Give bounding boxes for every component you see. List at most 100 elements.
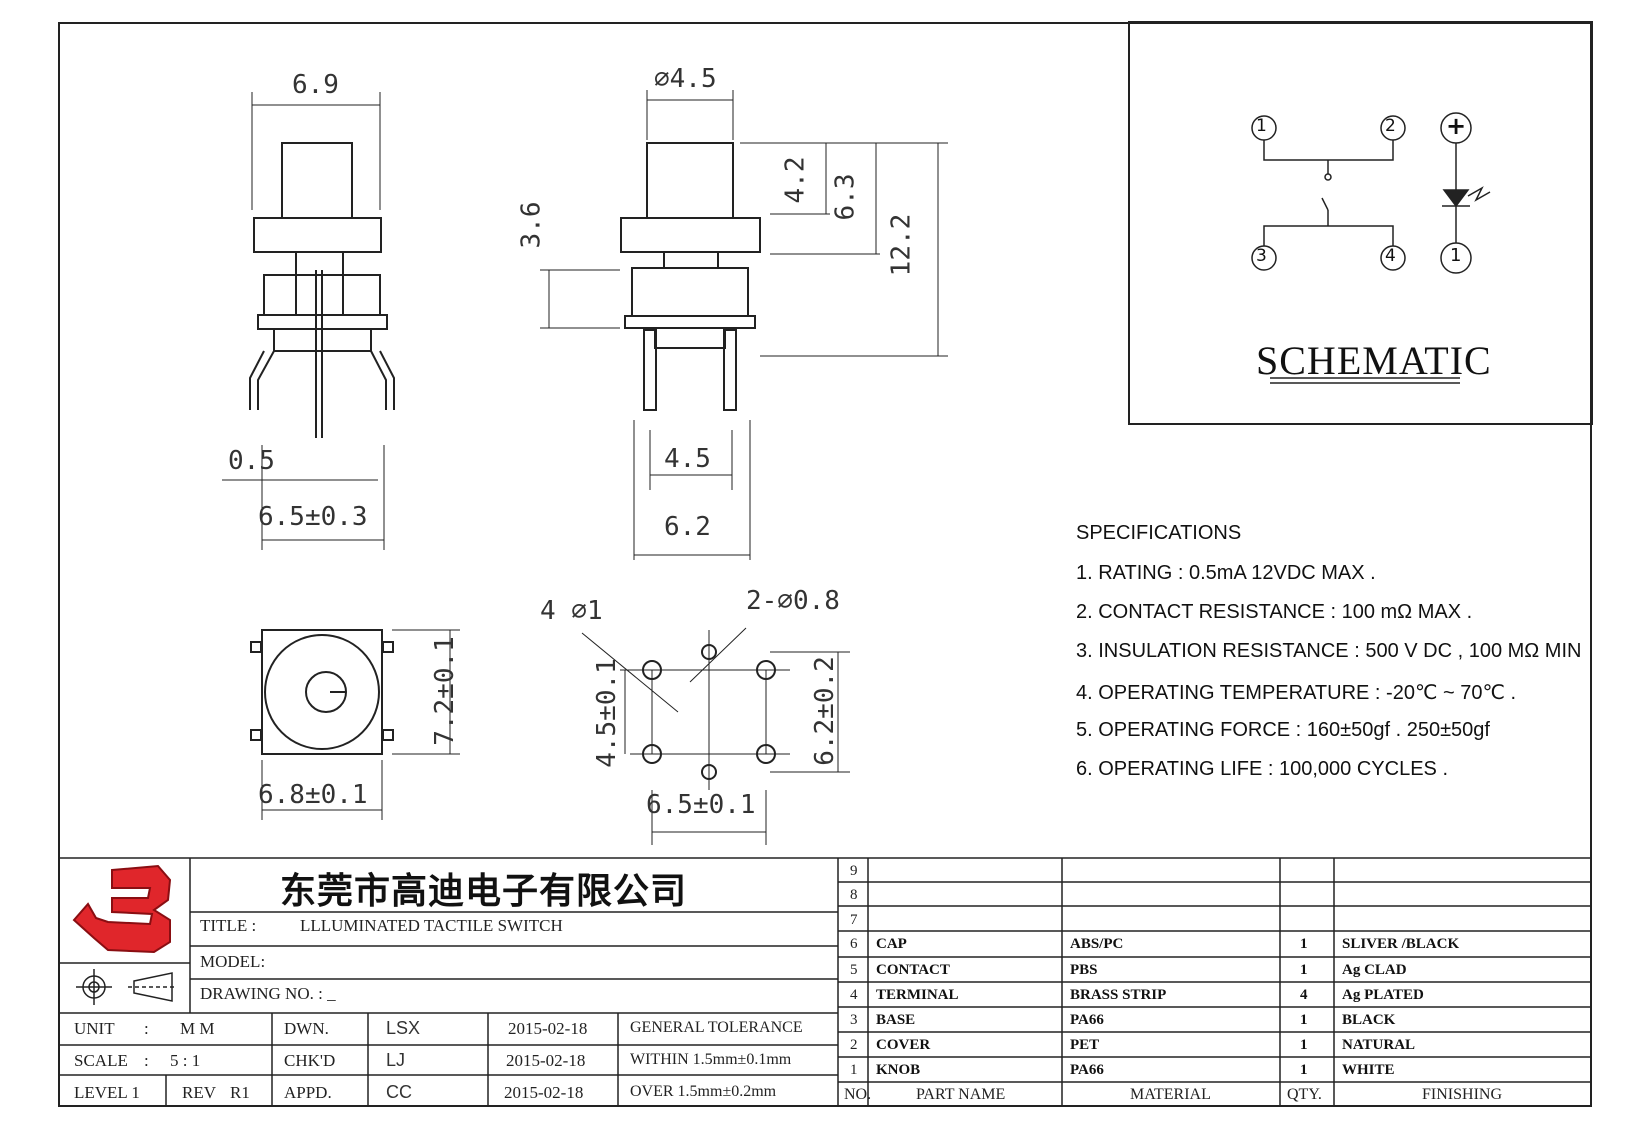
dim-body-height: 3.6 [516, 201, 547, 249]
unit-label: UNIT [74, 1019, 115, 1038]
dim-cap-total: 6.3 [830, 173, 861, 221]
unit-value: M M [180, 1019, 215, 1038]
spec-item: 5. OPERATING FORCE : 160±50gf . 250±50gf [1076, 719, 1490, 741]
rev-value: R1 [230, 1083, 250, 1102]
parts-cell-material: PET [1070, 1037, 1100, 1053]
title-label: TITLE : [200, 916, 257, 935]
parts-cell-no: 5 [850, 962, 858, 978]
spec-item: 3. INSULATION RESISTANCE : 500 V DC , 10… [1076, 640, 1582, 662]
appd-label: APPD. [284, 1083, 332, 1102]
drawing-frame [58, 22, 1592, 1107]
unit-sep: : [144, 1019, 149, 1038]
spec-item: 1. RATING : 0.5mA 12VDC MAX . [1076, 562, 1376, 584]
parts-header-finishing: FINISHING [1422, 1086, 1502, 1103]
parts-cell-no: 4 [850, 987, 858, 1003]
tolerance-over: OVER 1.5mm±0.2mm [630, 1083, 777, 1100]
led-plus-label: + [1446, 112, 1467, 140]
company-name: 东莞市高迪电子有限公司 [280, 871, 688, 912]
schematic-box [1128, 21, 1593, 425]
spec-item: 6. OPERATING LIFE : 100,000 CYCLES . [1076, 758, 1449, 780]
parts-cell-material: ABS/PC [1070, 936, 1124, 952]
parts-cell-qty: 1 [1300, 1062, 1308, 1078]
parts-cell-finishing: SLIVER /BLACK [1342, 936, 1460, 952]
dwn-date: 2015-02-18 [508, 1019, 588, 1038]
dim-diameter: ⌀4.5 [654, 64, 717, 94]
dim-top-width: 6.8±0.1 [258, 780, 368, 810]
dim-side-width: 6.2 [664, 512, 711, 542]
pin-label-4: 4 [1385, 246, 1396, 266]
dim-pcb-width: 6.5±0.1 [646, 790, 756, 820]
parts-header-qty: QTY. [1287, 1086, 1322, 1103]
pcb-layout [581, 627, 850, 845]
tolerance-label: GENERAL TOLERANCE [630, 1019, 803, 1036]
dim-side-pin-span: 4.5 [664, 444, 711, 474]
dim-front-width: 6.9 [292, 70, 339, 100]
dim-pcb-height: 4.5±0.1 [591, 658, 622, 768]
dwn-name: LSX [386, 1018, 421, 1038]
parts-cell-name: KNOB [876, 1062, 921, 1078]
parts-cell-name: COVER [876, 1037, 931, 1053]
parts-cell-no: 9 [850, 863, 858, 879]
pin-label-3: 3 [1256, 246, 1267, 266]
scale-sep: : [144, 1051, 149, 1070]
top-view [250, 629, 460, 820]
parts-header-material: MATERIAL [1130, 1086, 1211, 1103]
specifications-heading: SPECIFICATIONS [1076, 522, 1242, 544]
parts-cell-finishing: WHITE [1342, 1062, 1395, 1078]
dim-top-height: 7.2±0.1 [429, 636, 460, 746]
dim-pin-span: 6.5±0.3 [258, 502, 368, 532]
parts-cell-material: BRASS STRIP [1070, 987, 1167, 1003]
company-logo [72, 864, 172, 954]
parts-cell-no: 3 [850, 1012, 858, 1028]
appd-date: 2015-02-18 [504, 1083, 584, 1102]
parts-cell-no: 6 [850, 936, 858, 952]
dim-total-height: 12.2 [886, 213, 917, 277]
spec-item: 4. OPERATING TEMPERATURE : -20℃ ~ 70℃ . [1076, 682, 1517, 704]
led-minus-label: 1 [1450, 245, 1462, 266]
parts-cell-finishing: Ag PLATED [1342, 987, 1424, 1003]
parts-cell-material: PA66 [1070, 1012, 1104, 1028]
appd-name: CC [386, 1082, 412, 1102]
pin-label-1: 1 [1256, 116, 1267, 136]
parts-cell-qty: 1 [1300, 1012, 1308, 1028]
parts-header-no: NO. [844, 1086, 872, 1103]
parts-cell-name: CAP [876, 936, 907, 952]
model-label: MODEL: [200, 952, 266, 971]
parts-cell-material: PBS [1070, 962, 1098, 978]
parts-cell-qty: 1 [1300, 1037, 1308, 1053]
parts-cell-finishing: BLACK [1342, 1012, 1396, 1028]
pin-label-2: 2 [1385, 116, 1396, 136]
parts-cell-name: BASE [876, 1012, 916, 1028]
spec-item: 2. CONTACT RESISTANCE : 100 mΩ MAX . [1076, 601, 1473, 623]
parts-cell-qty: 1 [1300, 962, 1308, 978]
dim-cap-height: 4.2 [780, 156, 811, 204]
parts-cell-name: TERMINAL [876, 987, 959, 1003]
parts-cell-finishing: Ag CLAD [1342, 962, 1407, 978]
title-block-grid [58, 857, 1592, 1107]
level-label: LEVEL 1 [74, 1083, 140, 1102]
title-value: LLLUMINATED TACTILE SWITCH [300, 916, 563, 935]
schematic-symbol [1251, 112, 1491, 384]
chkd-label: CHK'D [284, 1051, 336, 1070]
front-view [222, 92, 395, 550]
parts-cell-no: 1 [850, 1062, 858, 1078]
scale-label: SCALE [74, 1051, 128, 1070]
parts-cell-finishing: NATURAL [1342, 1037, 1416, 1053]
side-view [540, 90, 948, 560]
drawing-no-label: DRAWING NO. : _ [200, 984, 336, 1003]
dim-hole-small: 2-⌀0.8 [746, 586, 840, 616]
dim-hole-big: 4 ⌀1 [540, 596, 603, 626]
parts-cell-no: 2 [850, 1037, 858, 1053]
parts-header-name: PART NAME [916, 1086, 1006, 1103]
parts-cell-material: PA66 [1070, 1062, 1104, 1078]
parts-cell-name: CONTACT [876, 962, 950, 978]
parts-cell-no: 8 [850, 887, 858, 903]
scale-value: 5 : 1 [170, 1051, 201, 1070]
dim-pcb-height-2: 6.2±0.2 [809, 656, 840, 766]
parts-cell-no: 7 [850, 912, 858, 928]
projection-symbol-icon [76, 969, 176, 1005]
tolerance-within: WITHIN 1.5mm±0.1mm [630, 1051, 792, 1068]
chkd-name: LJ [386, 1050, 406, 1070]
dim-lead-width: 0.5 [228, 446, 275, 476]
